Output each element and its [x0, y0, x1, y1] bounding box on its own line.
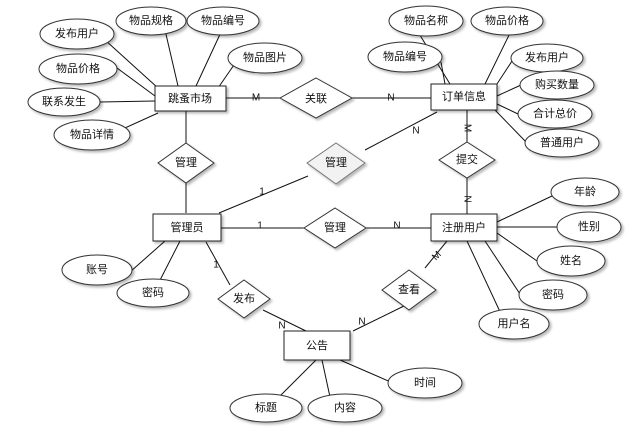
- attr-notice-content: 内容: [307, 393, 383, 423]
- entity-order-info: 订单信息: [430, 83, 498, 111]
- card-market-link: M: [252, 93, 260, 104]
- rel-admin-manages-user: 管理: [303, 207, 367, 249]
- attr-market-spec-label: 物品规格: [129, 13, 173, 27]
- attr-market-publisher-label: 发布用户: [55, 26, 99, 40]
- attr-market-image-label: 物品图片: [243, 50, 287, 64]
- rel-view: 查看: [381, 269, 437, 311]
- card-manage-order-order: N: [412, 126, 419, 137]
- attr-order-item-name: 物品名称: [388, 5, 464, 37]
- cardinality-labels: M N M N 1 N 1 N 1 N M N: [213, 93, 472, 332]
- card-order-submit: M: [461, 124, 472, 132]
- attr-market-contact-label: 联系发生: [42, 94, 86, 108]
- attr-market-spec: 物品规格: [115, 6, 187, 36]
- attr-notice-title-label: 标题: [255, 400, 277, 414]
- attr-notice-time: 时间: [387, 367, 463, 399]
- attr-user-password: 密码: [518, 279, 588, 311]
- entity-flea-market: 跳蚤市场: [154, 85, 227, 112]
- card-link-order: N: [387, 93, 394, 104]
- attr-market-publisher: 发布用户: [39, 18, 115, 50]
- entity-admin-label: 管理员: [171, 220, 204, 234]
- rel-publish-label: 发布: [233, 291, 255, 305]
- card-publish-notice: N: [278, 321, 285, 332]
- card-admin-manage-order: 1: [259, 187, 265, 198]
- attr-market-price: 物品价格: [38, 53, 118, 85]
- attr-order-total: 合计总价: [517, 99, 593, 129]
- attr-market-details-label: 物品详情: [70, 127, 114, 141]
- attr-user-username: 用户名: [478, 308, 550, 340]
- card-submit-user: N: [461, 195, 472, 202]
- card-admin-publish: 1: [213, 260, 219, 271]
- attr-order-item-price-label: 物品价格: [485, 13, 529, 27]
- attr-market-image: 物品图片: [227, 42, 303, 74]
- attr-order-quantity-label: 购买数量: [535, 77, 579, 91]
- attr-user-username-label: 用户名: [498, 316, 531, 330]
- attr-notice-time-label: 时间: [414, 376, 436, 389]
- rel-admin-manages-market-label: 管理: [175, 155, 197, 169]
- attr-notice-title: 标题: [229, 393, 303, 423]
- attr-admin-password: 密码: [116, 278, 190, 308]
- entity-notice-label: 公告: [306, 339, 328, 352]
- attr-user-name-label: 姓名: [560, 253, 582, 267]
- attr-user-gender: 性别: [556, 211, 622, 243]
- attr-admin-account-label: 账号: [86, 263, 108, 276]
- attr-order-item-price: 物品价格: [470, 6, 544, 36]
- rel-admin-manages-market: 管理: [157, 142, 215, 184]
- attr-order-publisher: 发布用户: [510, 43, 584, 73]
- attr-notice-content-label: 内容: [334, 400, 356, 414]
- card-user-view: M: [430, 249, 444, 263]
- rel-link: 关联: [278, 77, 354, 119]
- entity-registered-user: 注册用户: [430, 213, 498, 242]
- card-admin-manage-user: 1: [257, 221, 263, 232]
- attr-user-name: 姓名: [536, 245, 606, 277]
- attr-order-normal-user: 普通用户: [524, 128, 600, 158]
- rel-submit-label: 提交: [456, 152, 478, 166]
- rel-admin-manages-user-label: 管理: [324, 220, 346, 234]
- card-view-notice: N: [358, 317, 365, 328]
- attr-user-age-label: 年龄: [574, 184, 596, 198]
- attr-user-age: 年龄: [550, 177, 620, 207]
- card-manage-user-user: N: [393, 221, 400, 232]
- attr-order-normal-user-label: 普通用户: [540, 135, 584, 149]
- attr-market-item-no-label: 物品编号: [201, 13, 245, 27]
- attr-order-item-no: 物品编号: [367, 41, 443, 73]
- attr-order-item-no-label: 物品编号: [383, 49, 427, 63]
- attr-user-password-label: 密码: [542, 287, 564, 301]
- entity-admin: 管理员: [152, 213, 222, 242]
- rel-link-label: 关联: [305, 91, 327, 105]
- attr-order-total-label: 合计总价: [533, 106, 577, 120]
- rel-submit: 提交: [438, 141, 496, 179]
- rel-view-label: 查看: [398, 282, 420, 296]
- attr-admin-account: 账号: [61, 254, 133, 286]
- attr-order-publisher-label: 发布用户: [525, 50, 569, 64]
- attr-order-quantity: 购买数量: [519, 70, 595, 100]
- attr-market-price-label: 物品价格: [56, 61, 100, 75]
- rel-admin-manages-order-label: 管理: [325, 155, 347, 169]
- entity-notice: 公告: [283, 330, 351, 361]
- entity-registered-user-label: 注册用户: [442, 220, 486, 234]
- entity-flea-market-label: 跳蚤市场: [168, 91, 212, 105]
- attr-user-gender-label: 性别: [578, 219, 600, 233]
- rel-admin-manages-order: 管理: [306, 142, 366, 185]
- entity-order-info-label: 订单信息: [442, 89, 486, 103]
- attr-order-item-name-label: 物品名称: [404, 13, 448, 27]
- attr-market-details: 物品详情: [53, 119, 131, 151]
- attr-market-item-no: 物品编号: [186, 6, 260, 36]
- connector-lines: [99, 28, 558, 398]
- attr-admin-password-label: 密码: [142, 285, 164, 299]
- rel-publish: 发布: [217, 279, 271, 319]
- attr-market-contact: 联系发生: [27, 87, 101, 117]
